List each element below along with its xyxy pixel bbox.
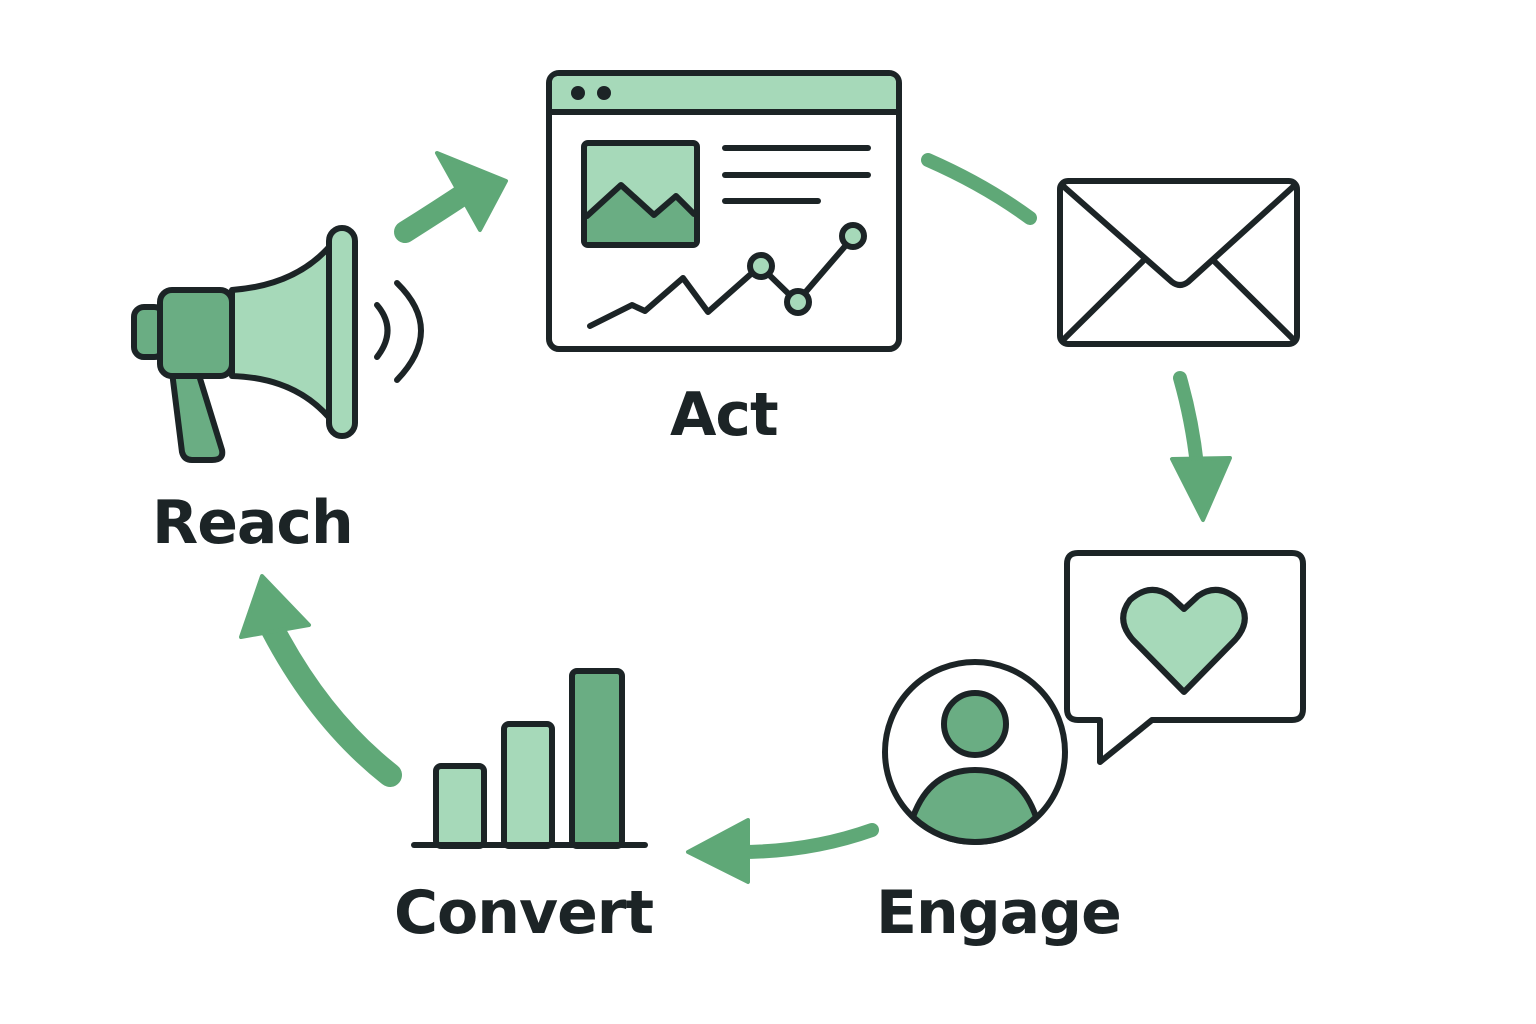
arrow-convert-to-reach-head bbox=[239, 574, 311, 639]
browser-analytics-icon bbox=[546, 70, 902, 352]
arrow-email-to-engage bbox=[1173, 371, 1204, 472]
bar-large bbox=[569, 668, 625, 849]
arrow-convert-to-reach bbox=[260, 616, 402, 787]
stage-label-reach: Reach bbox=[152, 488, 354, 558]
arrow-reach-to-act-head bbox=[435, 151, 508, 232]
arrow-act-to-email bbox=[921, 153, 1037, 225]
arrow-engage-to-convert-head bbox=[686, 818, 750, 884]
arrow-engage-to-convert bbox=[733, 823, 879, 859]
user-avatar-icon bbox=[882, 659, 1068, 846]
stage-label-convert: Convert bbox=[394, 878, 654, 948]
bar-small bbox=[433, 763, 487, 849]
stage-label-act: Act bbox=[670, 380, 779, 450]
bar-chart-icon bbox=[411, 668, 648, 849]
stage-label-engage: Engage bbox=[876, 878, 1122, 948]
arrow-email-to-engage-head bbox=[1170, 456, 1232, 522]
megaphone-icon bbox=[131, 225, 424, 463]
bar-medium bbox=[501, 721, 555, 849]
envelope-icon bbox=[1057, 178, 1300, 347]
speech-bubble-heart-icon bbox=[1064, 550, 1306, 765]
